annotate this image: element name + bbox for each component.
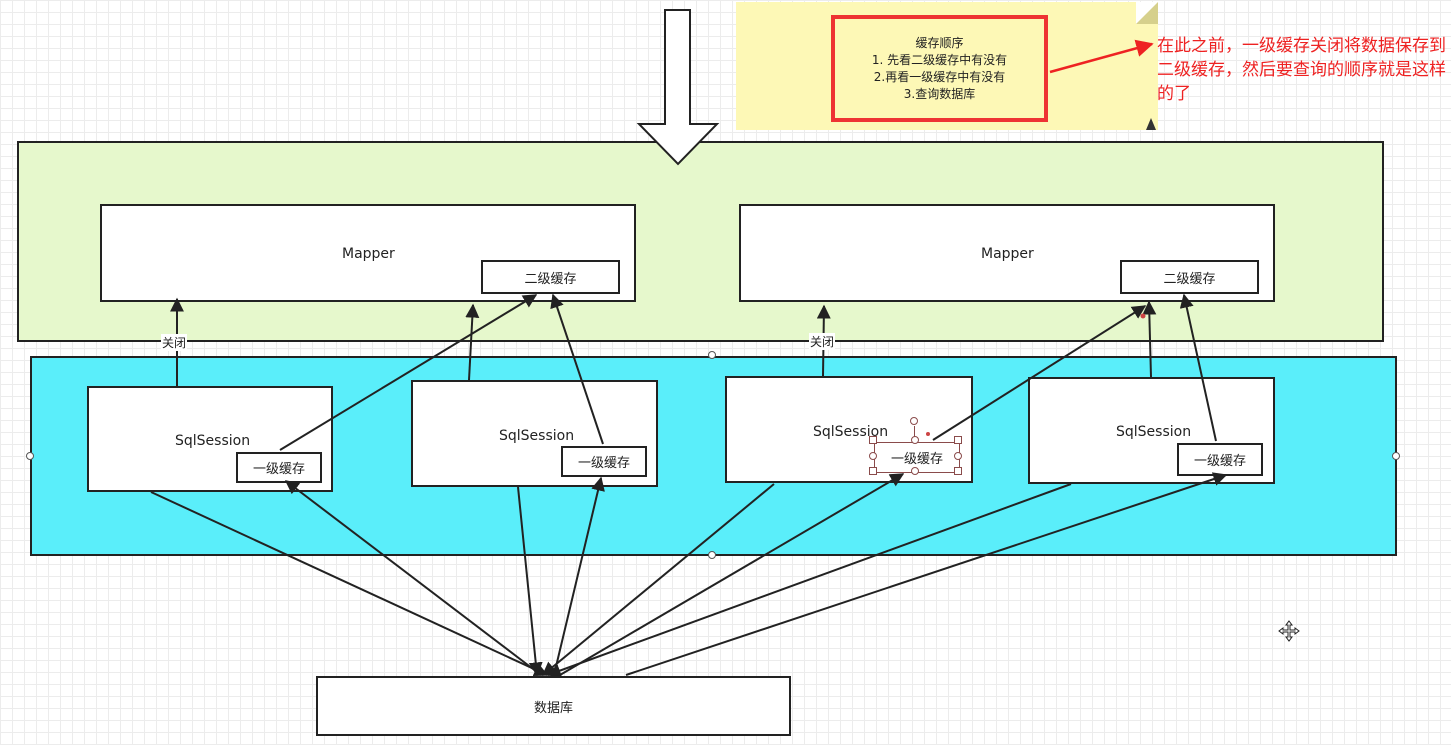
sqlsession-box-4[interactable]: SqlSession 一级缓存	[1028, 377, 1275, 484]
cache-order-line-3: 3.查询数据库	[903, 86, 976, 101]
cache-handle-tc[interactable]	[911, 436, 919, 444]
first-level-cache-2[interactable]: 一级缓存	[561, 446, 647, 477]
cache-handle-bc[interactable]	[911, 467, 919, 475]
cache-order-title: 缓存顺序	[915, 35, 964, 50]
move-cursor-icon	[1278, 620, 1300, 642]
first-level-cache-1[interactable]: 一级缓存	[236, 452, 322, 483]
rotate-handle[interactable]	[910, 417, 918, 425]
mapper-box-1[interactable]: Mapper 二级缓存	[100, 204, 636, 302]
cache-handle-mr[interactable]	[954, 452, 962, 460]
first-level-cache-3[interactable]: 一级缓存	[874, 442, 960, 473]
rotate-handle-stem	[914, 426, 915, 438]
sqlsession-box-3[interactable]: SqlSession 一级缓存	[725, 376, 973, 483]
second-level-cache-1[interactable]: 二级缓存	[481, 260, 620, 294]
cache-order-box: 缓存顺序 1. 先看二级缓存中有没有 2.再看一级缓存中有没有 3.查询数据库	[831, 15, 1048, 122]
sqlsession-box-2[interactable]: SqlSession 一级缓存	[411, 380, 658, 487]
red-annotation: 在此之前，一级缓存关闭将数据保存到二级缓存，然后要查询的顺序就是这样的了	[1157, 36, 1446, 104]
sqlsession-box-1[interactable]: SqlSession 一级缓存	[87, 386, 333, 492]
resize-handle-bottom[interactable]	[708, 551, 716, 559]
resize-handle-top[interactable]	[708, 351, 716, 359]
resize-handle-right[interactable]	[1392, 452, 1400, 460]
close-label-1: 关闭	[161, 334, 188, 351]
cache-order-line-2: 2.再看一级缓存中有没有	[873, 69, 1006, 84]
first-level-cache-4[interactable]: 一级缓存	[1177, 443, 1263, 476]
cache-handle-ml[interactable]	[869, 452, 877, 460]
sqlsession-label-2: SqlSession	[499, 428, 575, 444]
second-level-cache-2[interactable]: 二级缓存	[1120, 260, 1259, 294]
cache-handle-tr[interactable]	[954, 436, 962, 444]
big-down-arrow-icon	[636, 9, 720, 166]
red-pointer-arrow	[1049, 39, 1154, 74]
note-corner-icon	[1146, 118, 1156, 130]
cache-order-line-1: 1. 先看二级缓存中有没有	[871, 52, 1008, 67]
mapper-label-1: Mapper	[342, 246, 395, 262]
sqlsession-label-4: SqlSession	[1116, 424, 1192, 440]
database-label: 数据库	[533, 700, 573, 716]
mapper-box-2[interactable]: Mapper 二级缓存	[739, 204, 1275, 302]
close-label-2: 关闭	[809, 333, 836, 350]
sqlsession-label-1: SqlSession	[175, 433, 251, 449]
cache-handle-tl[interactable]	[869, 436, 877, 444]
cache-handle-bl[interactable]	[869, 467, 877, 475]
note-fold-icon	[1136, 2, 1158, 24]
cache-handle-br[interactable]	[954, 467, 962, 475]
mapper-label-2: Mapper	[981, 246, 1034, 262]
resize-handle-left[interactable]	[26, 452, 34, 460]
